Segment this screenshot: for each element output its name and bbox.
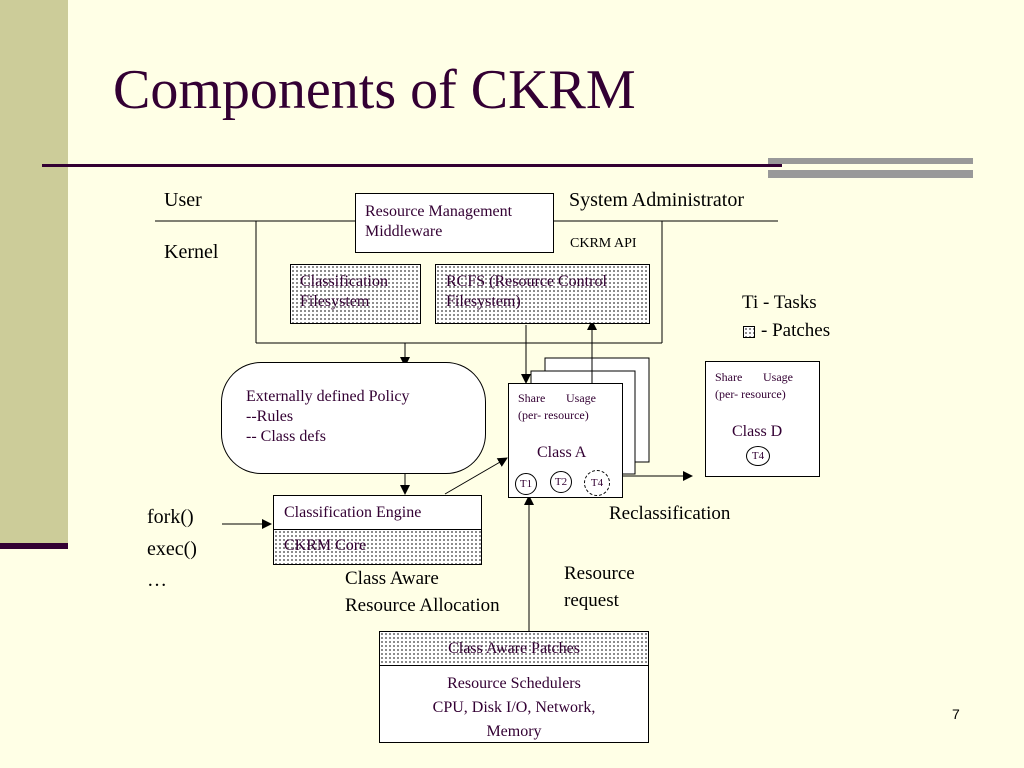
kernel-label: Kernel	[164, 241, 219, 263]
class-aware-alloc-line-2: Resource Allocation	[345, 595, 500, 616]
policy-line-3: -- Class defs	[246, 428, 326, 445]
legend-tasks: Ti - Tasks	[742, 292, 817, 313]
syscall-exec: exec()	[147, 538, 197, 560]
title-rule	[42, 164, 782, 167]
rm-middleware-line-2: Middleware	[365, 223, 443, 240]
class-d-name: Class D	[732, 423, 783, 440]
class-d-task-t4: T4	[746, 446, 770, 466]
class-a-task-t1: T1	[515, 473, 537, 495]
schedulers-box: Class Aware Patches Resource Schedulers …	[379, 631, 649, 743]
engine-section: Classification Engine	[274, 496, 481, 530]
resource-request-line-2: request	[564, 590, 619, 611]
classification-engine-label: Classification Engine	[284, 504, 422, 521]
class-aware-patches-label: Class Aware Patches	[448, 640, 580, 657]
reclassification-label: Reclassification	[609, 503, 731, 524]
policy-box: Externally defined Policy --Rules -- Cla…	[221, 362, 486, 474]
policy-line-2: --Rules	[246, 408, 294, 425]
class-a-usage: Usage	[566, 391, 596, 405]
class-a-name: Class A	[537, 444, 587, 461]
engine-core-box: Classification Engine CKRM Core	[273, 495, 482, 565]
rm-middleware-box: Resource Management Middleware	[355, 193, 554, 253]
sysadmin-label: System Administrator	[569, 189, 744, 211]
class-aware-alloc-line-1: Class Aware	[345, 568, 439, 589]
classification-fs-line-2: Filesystem	[300, 293, 370, 310]
class-a-share: Share	[518, 391, 546, 405]
ckrm-core-section: CKRM Core	[274, 530, 481, 564]
class-a-task-t4: T4	[584, 470, 610, 496]
user-label: User	[164, 189, 202, 211]
title-rule-accent-2	[768, 170, 973, 178]
legend-patch-swatch-icon	[743, 326, 755, 338]
page-number: 7	[952, 706, 960, 722]
syscall-ellipsis: …	[147, 569, 167, 591]
ckrm-core-label: CKRM Core	[284, 537, 367, 554]
schedulers-line-3: Memory	[486, 723, 542, 740]
title-rule-accent	[768, 158, 973, 164]
class-d-box: Share Usage (per- resource) Class D T4	[705, 361, 820, 477]
left-accent-line	[0, 543, 68, 549]
classification-fs-line-1: Classification	[300, 273, 388, 290]
schedulers-line-2: CPU, Disk I/O, Network,	[432, 699, 596, 716]
legend-patches: - Patches	[761, 320, 831, 341]
classification-fs-box: Classification Filesystem	[290, 264, 421, 324]
schedulers-line-1: Resource Schedulers	[447, 675, 581, 692]
resource-request-line-1: Resource	[564, 563, 635, 584]
policy-line-1: Externally defined Policy	[246, 388, 410, 405]
class-a-per-resource: (per- resource)	[518, 408, 589, 422]
class-d-usage: Usage	[763, 370, 793, 384]
class-d-share: Share	[715, 370, 743, 384]
rcfs-line-2: Filesystem)	[446, 293, 521, 310]
left-accent-bar	[0, 0, 68, 543]
class-d-per-resource: (per- resource)	[715, 387, 786, 401]
arrow-engine-to-class	[444, 457, 508, 495]
class-a-task-t2: T2	[550, 471, 572, 493]
rm-middleware-line-1: Resource Management	[365, 203, 513, 220]
schedulers-section: Resource Schedulers CPU, Disk I/O, Netwo…	[380, 672, 648, 744]
rcfs-box: RCFS (Resource Control Filesystem)	[435, 264, 650, 324]
syscall-fork: fork()	[147, 506, 194, 528]
class-a-box: Share Usage (per- resource) Class A T1 T…	[508, 383, 623, 498]
class-aware-patches-section: Class Aware Patches	[380, 632, 648, 666]
ckrm-api-label: CKRM API	[570, 236, 637, 251]
slide-title: Components of CKRM	[113, 59, 636, 121]
rcfs-line-1: RCFS (Resource Control	[446, 273, 607, 290]
